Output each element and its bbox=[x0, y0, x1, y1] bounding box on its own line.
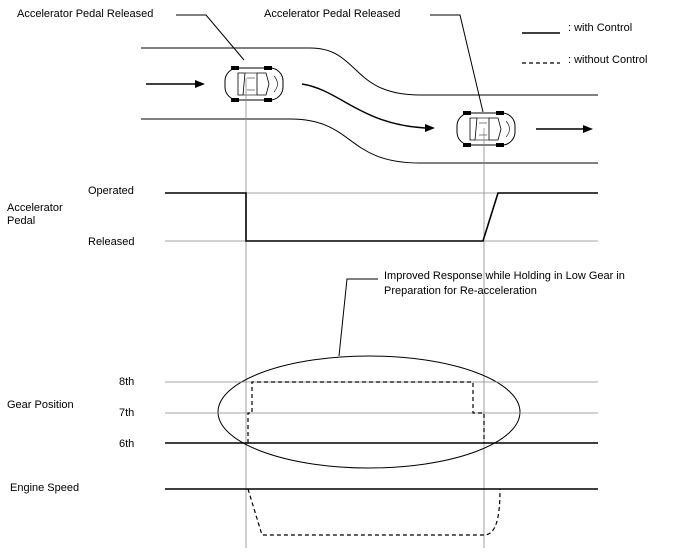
accel-released-label: Released bbox=[88, 236, 134, 248]
callout-right-leader bbox=[430, 14, 484, 113]
arrow-right-icon bbox=[536, 125, 593, 133]
engine-speed-without-control-trace bbox=[247, 488, 501, 536]
arrow-right-icon bbox=[146, 80, 205, 88]
gear-7th-label: 7th bbox=[119, 407, 134, 419]
callout-left-leader bbox=[176, 14, 245, 61]
legend-without-control: : without Control bbox=[568, 54, 647, 66]
accel-title-line2: Pedal bbox=[7, 215, 35, 227]
path-arrow-icon bbox=[301, 83, 435, 132]
car-top-view-icon bbox=[224, 65, 284, 103]
accel-operated-label: Operated bbox=[88, 185, 134, 197]
gear-title: Gear Position bbox=[7, 399, 74, 411]
callout-left-label: Accelerator Pedal Released bbox=[17, 8, 153, 20]
note-line-2: Preparation for Re-acceleration bbox=[384, 285, 537, 297]
gear-6th-label: 6th bbox=[119, 438, 134, 450]
note-line-1: Improved Response while Holding in Low G… bbox=[384, 270, 625, 282]
road-upper-edge bbox=[141, 47, 598, 96]
road-lower-edge bbox=[141, 118, 598, 164]
callout-right-label: Accelerator Pedal Released bbox=[264, 8, 400, 20]
accel-pedal-signal bbox=[165, 192, 598, 242]
engine-title: Engine Speed bbox=[10, 482, 79, 494]
highlight-ellipse bbox=[217, 355, 521, 469]
car-top-view-icon bbox=[456, 110, 516, 148]
legend-with-control: : with Control bbox=[568, 22, 632, 34]
accel-title-line1: Accelerator bbox=[7, 202, 63, 214]
gear-without-control-trace bbox=[247, 381, 485, 443]
note-leader-line bbox=[338, 278, 378, 357]
gear-8th-label: 8th bbox=[119, 376, 134, 388]
